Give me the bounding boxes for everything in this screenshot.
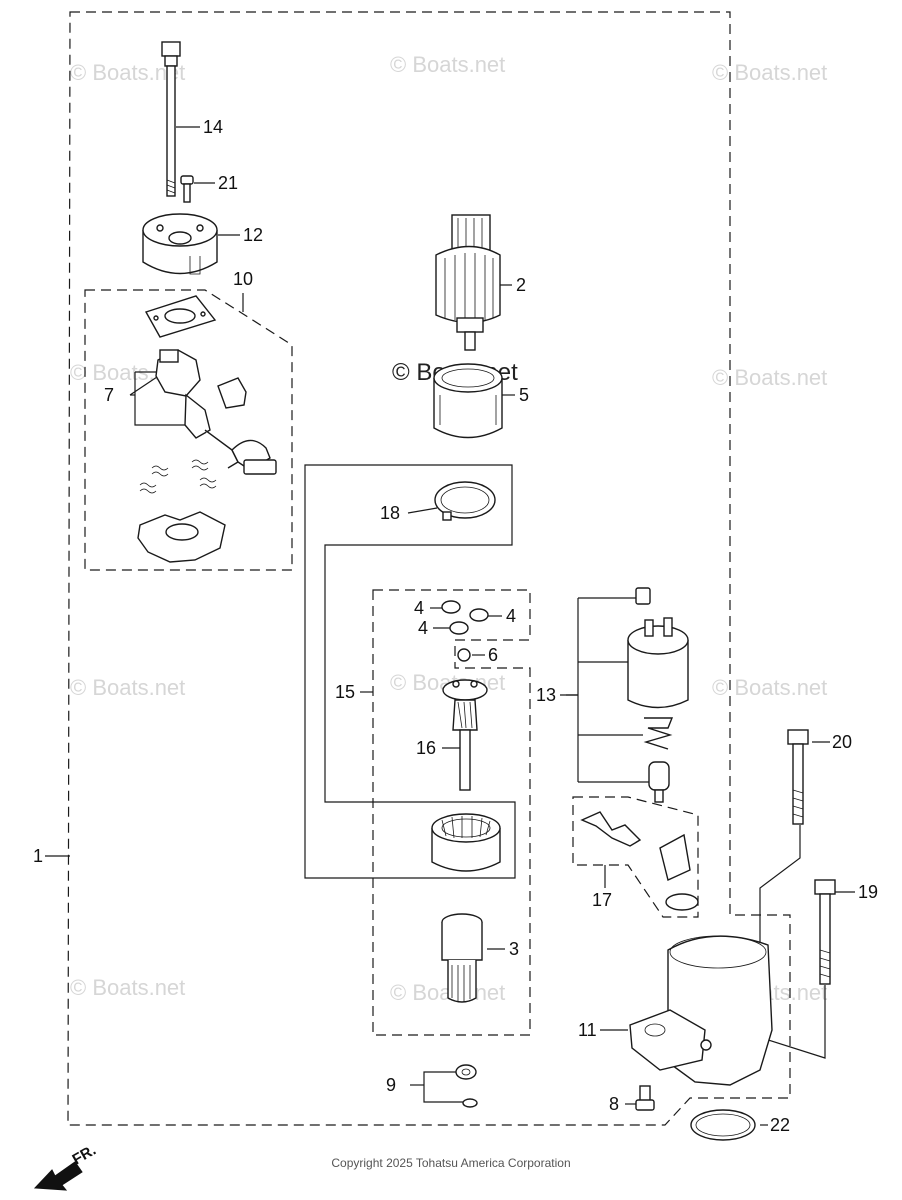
callout-9: 9	[386, 1075, 396, 1095]
callout-11: 11	[578, 1020, 597, 1040]
armature-2	[435, 214, 501, 351]
callout-18: 18	[380, 503, 400, 523]
group-15-boundary	[372, 589, 531, 1036]
callout-20: 20	[832, 732, 852, 752]
callout-12: 12	[243, 225, 263, 245]
bolt-8	[635, 1085, 655, 1111]
nuts-4	[441, 600, 489, 635]
pinion-gear-3	[441, 913, 483, 1003]
callout-4-a: 4	[414, 598, 424, 618]
bolt-20	[787, 729, 809, 825]
o-ring-22	[690, 1109, 756, 1141]
brush-holder-assembly-10	[137, 295, 277, 563]
callout-10: 10	[233, 269, 253, 289]
callout-19: 19	[858, 882, 878, 902]
copyright-text: Copyright 2025 Tohatsu America Corporati…	[331, 1156, 570, 1170]
through-bolt-14	[161, 41, 181, 197]
lever-17	[580, 811, 699, 911]
brush-holder-boundary	[84, 289, 293, 571]
gear-housing-15	[431, 813, 501, 872]
callout-2: 2	[516, 275, 526, 295]
watermark: © Boats.net	[70, 675, 185, 700]
pinion-shaft-16	[442, 679, 488, 791]
callout-13: 13	[536, 685, 556, 705]
front-direction-arrow: FR.	[33, 1142, 99, 1191]
solenoid-13	[627, 587, 689, 803]
callout-5: 5	[519, 385, 529, 405]
callout-15: 15	[335, 682, 355, 702]
end-cover-12	[142, 213, 218, 275]
ring-6	[457, 648, 471, 662]
assembly-boundary	[67, 11, 791, 1126]
callout-16: 16	[416, 738, 436, 758]
snap-ring-18	[434, 481, 496, 521]
callout-8: 8	[609, 1094, 619, 1114]
callout-labels: 1 2 3 4 4 4 5 6 7 8 9 10 11 12 13 14 15 …	[33, 117, 878, 1135]
yoke-5	[433, 363, 503, 439]
group-18-outline	[304, 464, 516, 879]
callout-4-c: 4	[418, 618, 428, 638]
group-17-boundary	[572, 796, 699, 918]
watermark: © Boats.net	[70, 975, 185, 1000]
brush-springs	[139, 459, 217, 494]
callout-6: 6	[488, 645, 498, 665]
watermark: © Boats.net	[712, 60, 827, 85]
callout-4-b: 4	[506, 606, 516, 626]
callout-14: 14	[203, 117, 223, 137]
bolt-19	[814, 879, 836, 985]
callout-1: 1	[33, 846, 43, 866]
callout-22: 22	[770, 1115, 790, 1135]
callout-21: 21	[218, 173, 238, 193]
callout-7: 7	[104, 385, 114, 405]
callout-17: 17	[592, 890, 612, 910]
watermark: © Boats.net	[390, 52, 505, 77]
watermark: © Boats.net	[712, 675, 827, 700]
leader-lines	[45, 126, 855, 1126]
screw-21	[180, 175, 194, 203]
watermark: © Boats.net	[712, 365, 827, 390]
callout-3: 3	[509, 939, 519, 959]
drive-housing-11	[629, 935, 773, 1086]
collar-9	[455, 1064, 478, 1108]
